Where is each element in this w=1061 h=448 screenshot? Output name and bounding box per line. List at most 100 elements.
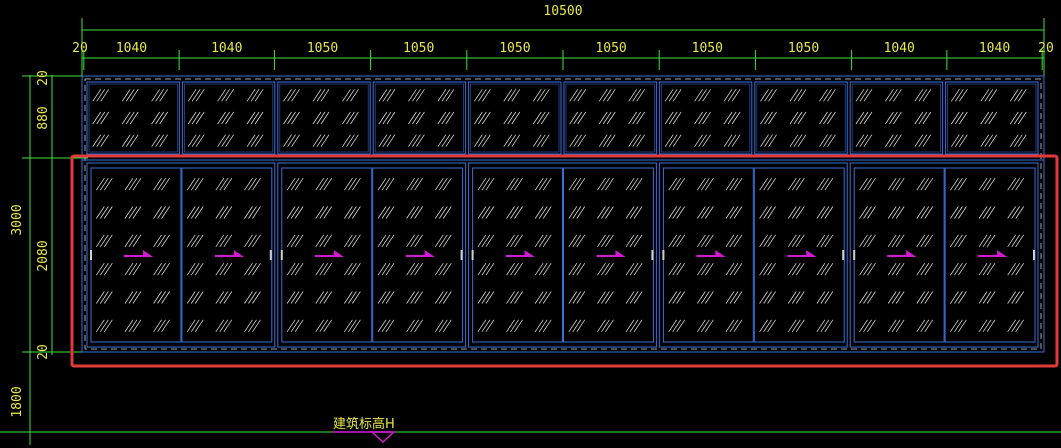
upper-fixed-panel[interactable] — [754, 81, 848, 155]
selection-box[interactable] — [70, 154, 1059, 368]
glass-hatch — [514, 234, 523, 248]
glass-hatch — [219, 234, 229, 248]
sliding-sash[interactable] — [372, 167, 464, 343]
glass-hatch — [286, 291, 296, 304]
glass-hatch — [601, 262, 610, 276]
glass-hatch — [412, 89, 421, 102]
sliding-sash[interactable] — [472, 167, 564, 343]
glass-hatch — [636, 111, 645, 125]
upper-fixed-panel[interactable] — [468, 81, 562, 155]
upper-fixed-panel[interactable] — [945, 81, 1039, 155]
sliding-sash[interactable] — [563, 167, 654, 343]
glass-hatch — [602, 89, 612, 102]
sliding-door-unit[interactable] — [658, 162, 848, 348]
glass-hatch — [668, 319, 678, 333]
glass-hatch — [668, 234, 678, 248]
upper-fixed-panel[interactable] — [277, 81, 371, 155]
glass-hatch — [597, 262, 606, 276]
glass-hatch — [223, 319, 233, 333]
glass-hatch — [733, 262, 743, 276]
glass-hatch — [482, 134, 491, 147]
glass-hatch — [195, 111, 205, 125]
glass-hatch — [507, 134, 517, 147]
glass-hatch — [694, 111, 703, 125]
glass-hatch — [408, 111, 417, 125]
window-elevation[interactable] — [81, 75, 1045, 353]
upper-fixed-panel[interactable] — [658, 81, 753, 155]
glass-hatch — [507, 111, 517, 125]
glass-hatch — [891, 206, 901, 219]
glass-hatch — [157, 291, 166, 304]
slide-arrowhead-icon — [715, 250, 726, 257]
sliding-sash[interactable] — [281, 167, 373, 343]
glass-hatch — [129, 111, 139, 125]
panel-glass-edge — [565, 83, 655, 153]
glass-hatch — [980, 111, 990, 125]
glass-hatch — [982, 291, 992, 304]
glass-hatch — [434, 206, 444, 219]
glass-hatch — [121, 134, 131, 147]
glass-hatch — [344, 319, 353, 333]
sliding-sash[interactable] — [853, 167, 945, 343]
glass-hatch — [914, 89, 924, 102]
glass-hatch — [1013, 111, 1023, 125]
sliding-sash[interactable] — [944, 167, 1036, 343]
glass-hatch — [410, 262, 419, 276]
panel-glass-edge — [661, 83, 751, 153]
sliding-door-unit[interactable] — [468, 162, 657, 348]
glass-hatch — [410, 206, 419, 219]
glass-hatch — [889, 89, 898, 102]
glass-hatch — [767, 291, 776, 304]
glass-hatch — [733, 291, 743, 304]
glass-hatch — [759, 319, 768, 333]
glass-hatch — [759, 262, 768, 276]
glass-hatch — [474, 134, 483, 147]
glass-hatch — [434, 177, 444, 191]
glass-hatch — [984, 111, 994, 125]
glass-hatch — [223, 177, 233, 191]
glass-hatch — [125, 89, 135, 102]
glass-hatch — [816, 206, 826, 219]
glass-hatch — [664, 89, 674, 102]
unit-frame — [277, 162, 467, 348]
glass-hatch — [125, 111, 135, 125]
glass-hatch — [597, 177, 606, 191]
glass-hatch — [602, 134, 612, 147]
glass-hatch — [534, 206, 544, 219]
glass-hatch — [859, 177, 868, 191]
sliding-door-unit[interactable] — [277, 162, 467, 348]
glass-hatch — [982, 177, 992, 191]
glass-hatch — [186, 177, 196, 191]
sliding-door-unit[interactable] — [86, 162, 276, 348]
glass-hatch — [316, 89, 326, 102]
glass-hatch — [125, 134, 135, 147]
sliding-sash[interactable] — [753, 167, 845, 343]
glass-hatch — [385, 262, 395, 276]
glass-hatch — [103, 291, 113, 304]
upper-fixed-panel[interactable] — [563, 81, 657, 155]
glass-hatch — [791, 291, 801, 304]
glass-hatch — [1013, 89, 1023, 102]
glass-hatch — [891, 291, 901, 304]
glass-hatch — [924, 206, 934, 219]
glass-hatch — [540, 89, 550, 102]
glass-hatch — [510, 262, 519, 276]
slide-arrowhead-icon — [524, 250, 535, 257]
sliding-door-unit[interactable] — [849, 162, 1039, 348]
upper-fixed-panel[interactable] — [849, 81, 944, 155]
sliding-sash[interactable] — [90, 167, 182, 343]
upper-fixed-panel[interactable] — [181, 81, 276, 155]
glass-hatch — [534, 291, 544, 304]
upper-fixed-panel[interactable] — [86, 81, 180, 155]
glass-hatch — [955, 89, 964, 102]
glass-hatch — [598, 111, 608, 125]
glass-hatch — [406, 262, 415, 276]
upper-fixed-panel[interactable] — [372, 81, 467, 155]
sliding-sash[interactable] — [181, 167, 273, 343]
glass-hatch — [676, 291, 686, 304]
glass-hatch — [958, 262, 967, 276]
glass-hatch — [924, 291, 934, 304]
sliding-sash[interactable] — [662, 167, 754, 343]
glass-hatch — [283, 111, 292, 125]
